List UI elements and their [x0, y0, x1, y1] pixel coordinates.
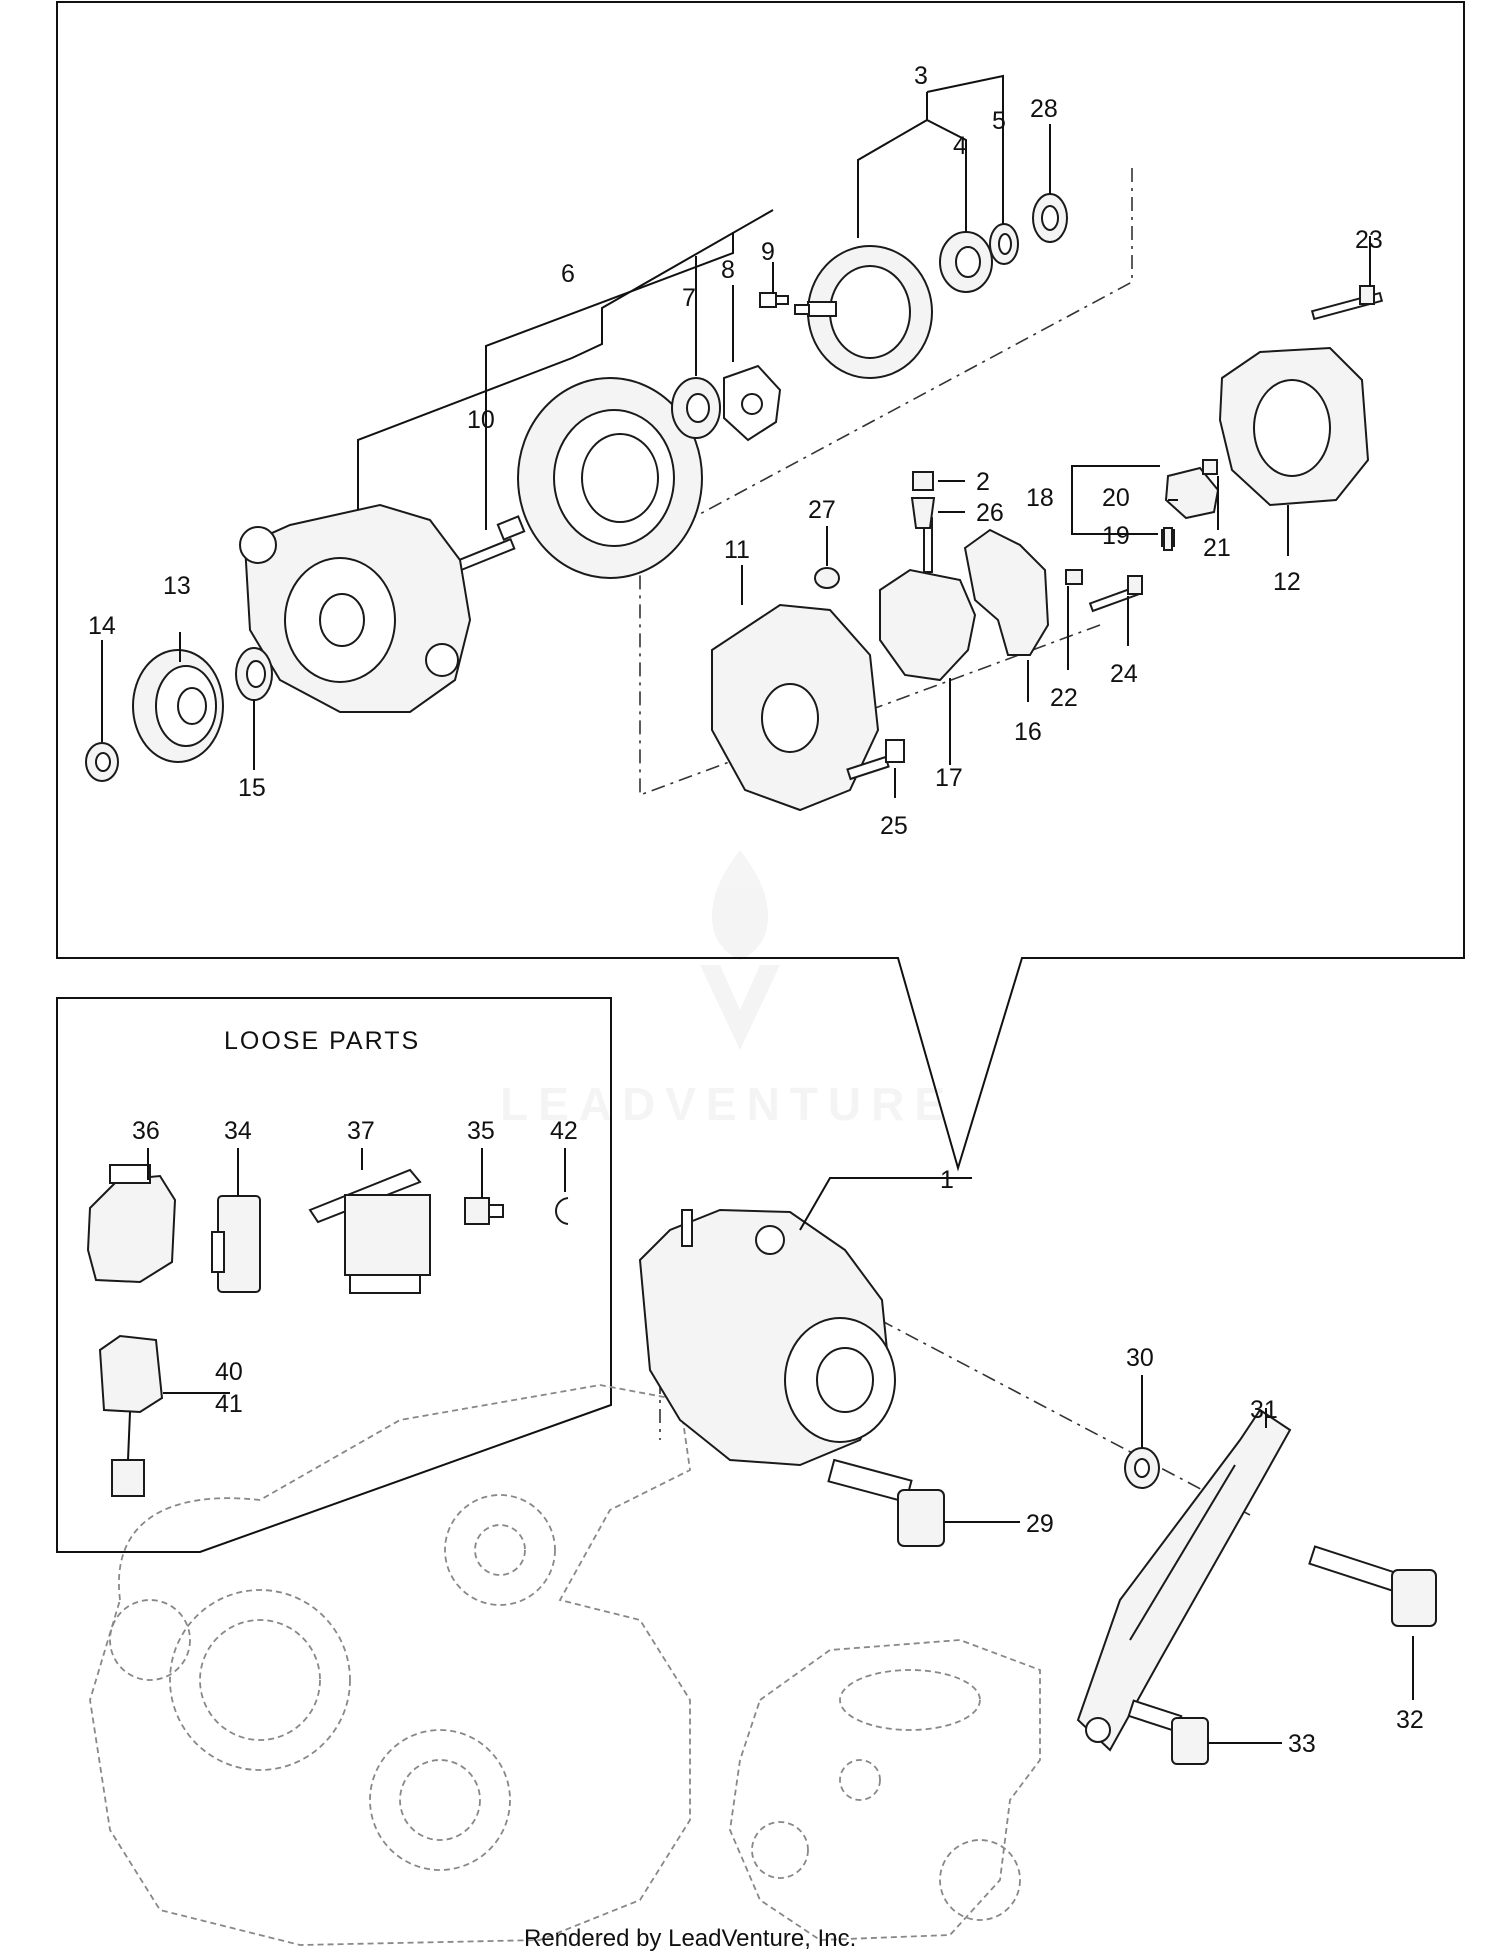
- terminal-nut: [814, 567, 840, 589]
- callout-10: 10: [467, 406, 495, 434]
- callout-27: 27: [808, 496, 836, 524]
- callout-8: 8: [721, 256, 735, 284]
- terminal-insulator: [910, 497, 936, 529]
- spacer: [1124, 1447, 1160, 1489]
- callout-21: 21: [1203, 534, 1231, 562]
- watermark-logo: LEADVENTURE: [500, 850, 955, 1130]
- rectifier: [879, 517, 977, 682]
- assembly-axis-upper: [617, 168, 1133, 559]
- holder-screw: [1065, 569, 1083, 585]
- callout-22: 22: [1050, 684, 1078, 712]
- ic-regulator: [1164, 466, 1220, 520]
- frame-bolt: [846, 739, 905, 781]
- regulator-screw: [1202, 459, 1218, 475]
- callout-4: 4: [953, 132, 967, 160]
- callout-20: 20: [1102, 484, 1130, 512]
- callout-11: 11: [724, 536, 750, 564]
- loose-parts-frame: [56, 997, 612, 1553]
- terminal-cap-nut: [912, 471, 934, 491]
- water-pump-outline: [729, 1639, 1041, 1941]
- engine-housing-outline: [89, 1384, 691, 1946]
- callout-41: 41: [215, 1390, 243, 1418]
- callout-7: 7: [682, 284, 696, 312]
- plug-35: [464, 1197, 504, 1225]
- callout-2: 2: [976, 468, 990, 496]
- callout-28: 28: [1030, 95, 1058, 123]
- leader-lines: [101, 74, 1414, 1744]
- stator-assembly: [517, 377, 703, 579]
- alternator-assembly: [638, 1208, 896, 1467]
- drive-end-frame: [239, 503, 472, 713]
- retainer-screw: [759, 292, 789, 308]
- callout-29: 29: [1026, 1510, 1054, 1538]
- pulley-nut: [85, 742, 119, 782]
- rotor-assembly: [794, 245, 933, 379]
- controller-40: [98, 1334, 164, 1497]
- callout-16: 16: [1014, 718, 1042, 746]
- assembly-axis-lower: [639, 568, 1101, 797]
- callout-5: 5: [992, 107, 1006, 135]
- callout-9: 9: [761, 238, 775, 266]
- callout-18: 18: [1026, 484, 1054, 512]
- callout-17: 17: [935, 764, 963, 792]
- rear-end-frame: [711, 603, 880, 812]
- callout-37: 37: [347, 1117, 375, 1145]
- callout-31: 31: [1250, 1396, 1278, 1424]
- callout-24: 24: [1110, 660, 1138, 688]
- bearing-collar: [989, 223, 1019, 265]
- callout-36: 36: [132, 1117, 160, 1145]
- clip-42: [555, 1197, 569, 1225]
- callout-35: 35: [467, 1117, 495, 1145]
- callout-15: 15: [238, 774, 266, 802]
- cover-bolt: [1310, 285, 1384, 321]
- callout-labels: 3 4 5 28 6 7 8 9 10 13 14 15 11 27 25 17…: [88, 62, 1424, 1758]
- callout-1: 1: [940, 1166, 954, 1194]
- regulator-brush: [1161, 527, 1173, 551]
- through-bolt: [1088, 575, 1143, 613]
- render-credit: Rendered by LeadVenture, Inc.: [524, 1925, 856, 1952]
- rear-cover: [1218, 346, 1370, 507]
- front-bearing: [671, 377, 721, 439]
- connector-34: [211, 1195, 261, 1293]
- pivot-bolt: [827, 1458, 945, 1547]
- front-collar: [235, 647, 273, 701]
- watermark-text: LEADVENTURE: [500, 1078, 955, 1130]
- callout-26: 26: [976, 499, 1004, 527]
- pulley: [132, 649, 224, 763]
- relay-37: [308, 1168, 431, 1294]
- callout-34: 34: [224, 1117, 252, 1145]
- callout-40: 40: [215, 1358, 243, 1386]
- mount-axis: [879, 1319, 1251, 1516]
- callout-19: 19: [1102, 522, 1130, 550]
- callout-23: 23: [1355, 226, 1383, 254]
- loose-parts-title: LOOSE PARTS: [224, 1027, 420, 1055]
- callout-30: 30: [1126, 1344, 1154, 1372]
- callout-12: 12: [1273, 568, 1301, 596]
- bracket-bolt: [1127, 1699, 1209, 1765]
- brush-holder: [963, 528, 1050, 656]
- bearing-retainer-plate: [723, 364, 782, 442]
- callout-32: 32: [1396, 1706, 1424, 1734]
- adjusting-bracket: [1076, 1408, 1292, 1752]
- detail-frame: [56, 1, 1465, 1172]
- relay-36: [86, 1164, 177, 1284]
- adjusting-bolt: [1308, 1545, 1437, 1627]
- rear-bearing: [939, 231, 993, 293]
- callout-33: 33: [1288, 1730, 1316, 1758]
- callout-25: 25: [880, 812, 908, 840]
- callout-14: 14: [88, 612, 116, 640]
- callout-3: 3: [914, 62, 928, 90]
- callout-42: 42: [550, 1117, 578, 1145]
- callout-13: 13: [163, 572, 191, 600]
- spacer-washer: [1032, 193, 1068, 243]
- callout-6: 6: [561, 260, 575, 288]
